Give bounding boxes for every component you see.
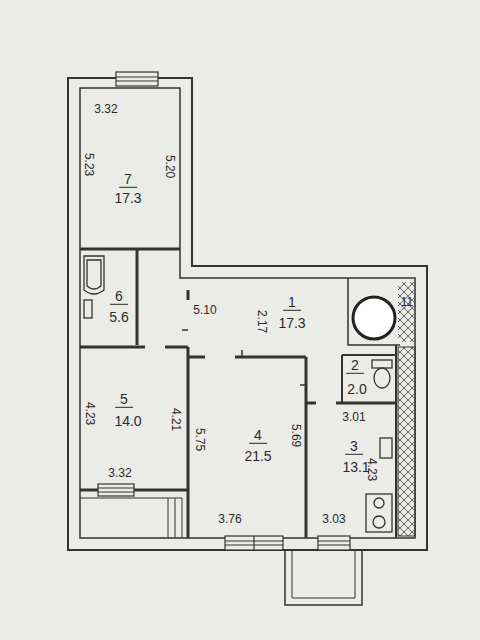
dimension: 3.32 [94, 103, 117, 116]
window [318, 536, 350, 550]
wall [342, 355, 396, 403]
dimension: 2.17 [255, 310, 268, 333]
toilet-bowl [374, 368, 390, 388]
fixtures [84, 256, 392, 532]
wall [80, 248, 180, 251]
dimension: 5.69 [289, 424, 302, 447]
hatched-column [398, 347, 415, 536]
room-number: 3 [345, 439, 363, 455]
window [116, 72, 158, 86]
room-number: 5 [115, 392, 133, 408]
dimension: 3.76 [218, 513, 241, 526]
washbasin [84, 300, 92, 318]
shaft-wall [348, 278, 400, 345]
dimension: 3.01 [342, 411, 365, 424]
outer-wall [68, 78, 427, 550]
inner-wall [80, 88, 415, 538]
room-area: 17.3 [114, 191, 141, 206]
room: 22.0 [342, 355, 396, 403]
room-number: 7 [119, 172, 137, 188]
wall [306, 402, 396, 405]
stove [366, 494, 392, 532]
window-pane [116, 77, 158, 81]
dimension: 3.32 [108, 467, 131, 480]
stove-burner [373, 516, 385, 528]
room-area: 13.1 [342, 460, 369, 475]
dimension: 5.20 [163, 155, 176, 178]
window [225, 536, 283, 550]
window-pane [98, 488, 134, 492]
room-area: 5.6 [109, 310, 128, 325]
loggia-rail [168, 498, 175, 538]
room-area: 14.0 [114, 414, 141, 429]
wall [305, 357, 308, 538]
wall [395, 345, 397, 538]
loggia [80, 498, 182, 538]
wall-stub [182, 330, 305, 385]
dimension: 4.23 [83, 402, 96, 425]
bathtub-inner [87, 260, 101, 289]
bathtub [84, 256, 104, 294]
balcony [285, 550, 362, 605]
hatched-column [398, 282, 415, 342]
room-number: 6 [110, 289, 128, 305]
window-pane [225, 536, 283, 550]
room-area: 2.0 [347, 382, 366, 397]
sink [380, 438, 392, 458]
callout-number: 11 [401, 296, 413, 309]
window-pane [318, 541, 350, 545]
windows [98, 72, 350, 550]
wall [188, 356, 306, 359]
dimension: 5.75 [193, 428, 206, 451]
room-number: 2 [346, 358, 364, 374]
wall [187, 290, 190, 538]
room: 117.3 [137, 278, 342, 356]
balconies [80, 498, 362, 605]
shaft-circle [353, 297, 395, 339]
dimension: 4.23 [365, 458, 378, 481]
room: 65.6 [105, 250, 137, 345]
dimension: 5.10 [193, 304, 216, 317]
toilet-tank [372, 360, 392, 368]
stove-burner [374, 498, 384, 508]
wall [136, 249, 139, 345]
room-area: 21.5 [244, 449, 271, 464]
dimension: 5.23 [82, 153, 95, 176]
dimension: 3.03 [322, 513, 345, 526]
dimension: 4.21 [169, 408, 182, 431]
wall [80, 346, 188, 349]
window [98, 484, 134, 496]
room-area: 17.3 [278, 316, 305, 331]
walls [68, 78, 427, 550]
room-number: 1 [283, 295, 301, 311]
balcony-rail [292, 550, 355, 598]
room-number: 4 [249, 428, 267, 444]
